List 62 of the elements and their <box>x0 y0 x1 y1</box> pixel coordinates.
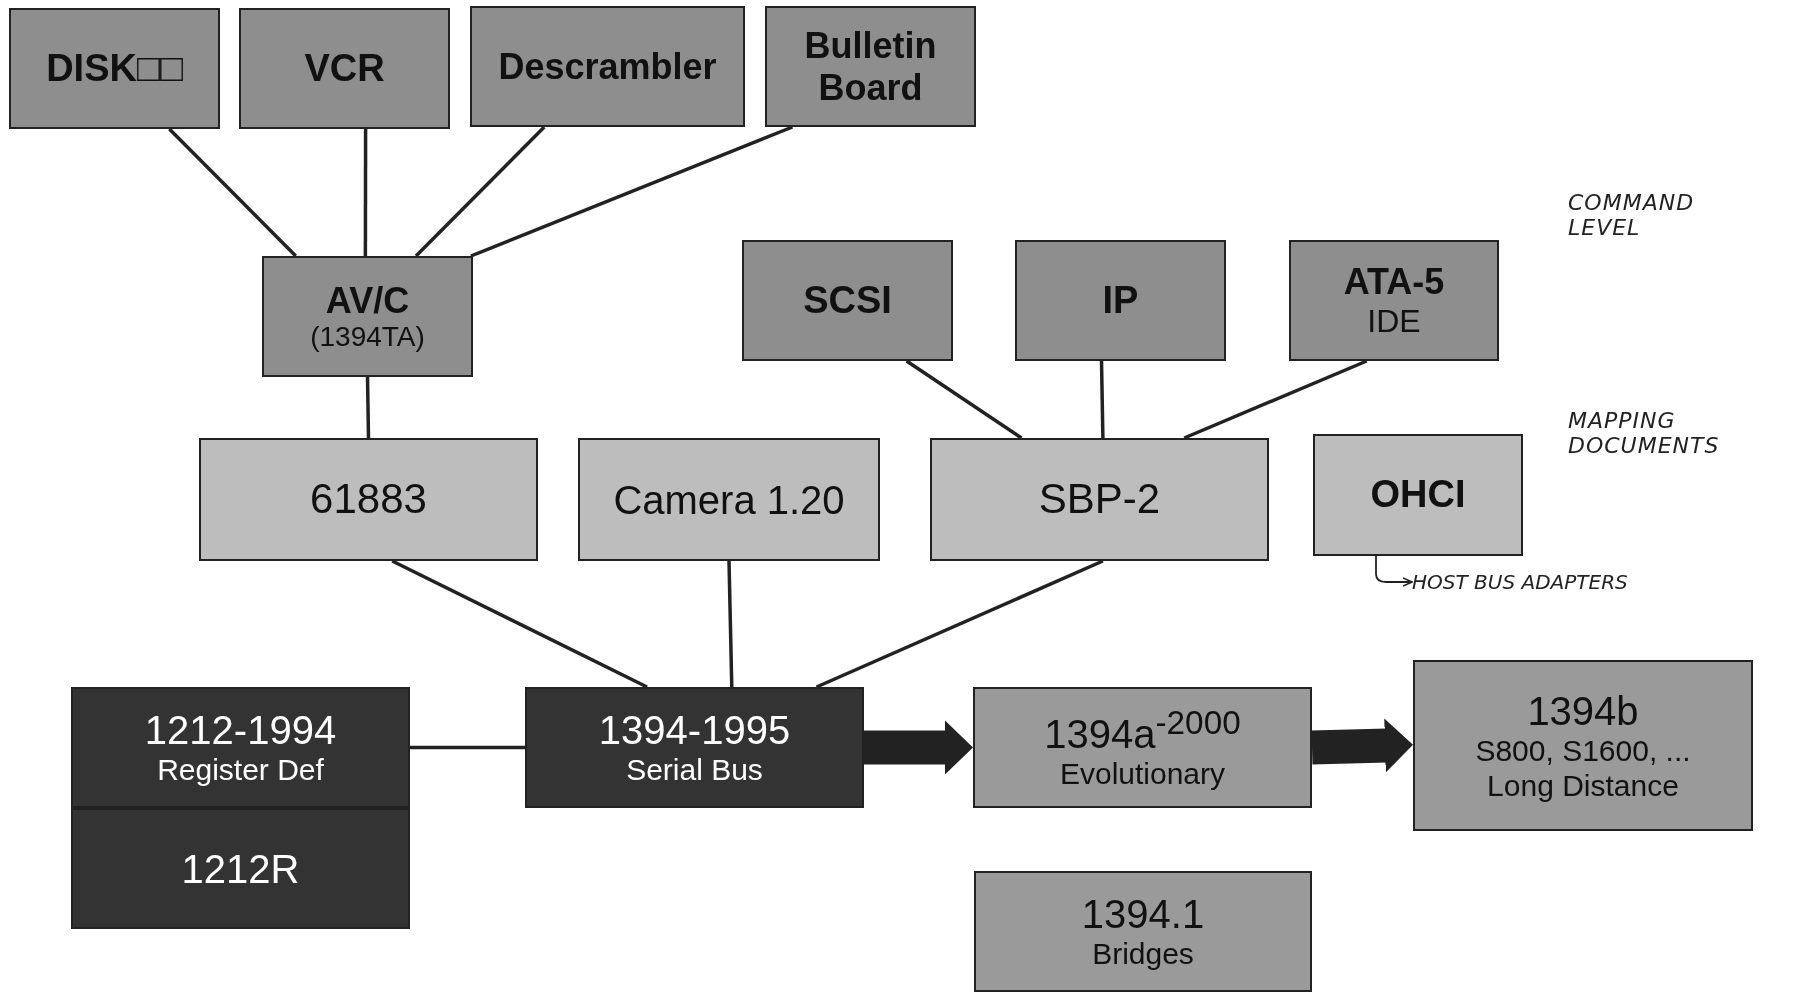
note-text: HOST BUS ADAPTERS <box>1412 570 1628 594</box>
box-label: IDE <box>1367 302 1421 340</box>
mapping-box <box>199 438 538 561</box>
protocol-box <box>742 240 953 361</box>
protocol-box <box>1015 240 1226 361</box>
standard-box <box>1413 660 1753 831</box>
box-label: IP <box>1102 278 1139 323</box>
box-label: DISK□□ <box>46 46 183 91</box>
box-label: (1394TA) <box>310 321 425 354</box>
connector-line <box>410 745 525 750</box>
standard-box <box>974 871 1312 992</box>
box-label: Register Def <box>157 753 324 788</box>
block-arrow <box>864 720 973 775</box>
box-label: OHCI <box>1370 473 1466 517</box>
device-box <box>9 8 220 129</box>
box-label: 1394.1 <box>1081 891 1205 938</box>
arrow <box>1375 555 1413 587</box>
box-label: 1212R <box>181 845 300 892</box>
connector-line <box>470 125 794 258</box>
box-label: VCR <box>304 46 385 91</box>
connector-line <box>365 376 371 439</box>
box-label: 1394-1995 <box>598 707 791 754</box>
box-label: Descrambler <box>498 45 717 88</box>
connector-line <box>905 359 1023 440</box>
mapping-box <box>930 438 1269 561</box>
box-label: SBP-2 <box>1038 475 1161 524</box>
protocol-box <box>262 256 473 377</box>
standard-box <box>973 687 1312 808</box>
device-box <box>239 8 450 129</box>
box-label: Camera 1.20 <box>613 476 845 523</box>
box-label: Long Distance <box>1487 768 1679 803</box>
connector-line <box>363 129 368 256</box>
connector-line <box>391 559 648 689</box>
standard-box <box>71 687 410 808</box>
device-box <box>765 6 976 127</box>
standard-box <box>525 687 864 808</box>
box-label: Bulletin Board <box>803 25 938 108</box>
box-label: AV/C <box>325 279 410 322</box>
box-label: Serial Bus <box>626 753 763 788</box>
mapping-box <box>578 438 880 561</box>
connector-line <box>414 125 546 258</box>
box-label: 1212-1994 <box>144 707 337 754</box>
box-label: S800, S1600, ... <box>1475 734 1691 769</box>
box-label: 61883 <box>310 475 427 524</box>
handwritten-note: MAPPING DOCUMENTS <box>1568 408 1721 458</box>
mapping-box <box>1313 434 1523 556</box>
box-label: Evolutionary <box>1059 756 1226 792</box>
standard-box <box>71 808 410 929</box>
box-label: 1394b <box>1527 688 1639 734</box>
connector-line <box>1099 360 1105 439</box>
connector-line <box>168 127 297 258</box>
box-label: SCSI <box>803 278 892 323</box>
box-label: 1394a$^{-2000}$ <box>1044 703 1241 757</box>
connector-line <box>1183 359 1368 440</box>
box-label: ATA-5 <box>1343 261 1445 303</box>
protocol-box <box>1289 240 1499 361</box>
connector-line <box>815 559 1104 689</box>
block-arrow <box>1311 718 1413 773</box>
device-box <box>470 6 745 127</box>
box-label: Bridges <box>1092 937 1194 972</box>
handwritten-note: COMMAND LEVEL <box>1568 190 1696 240</box>
connector-line <box>727 560 734 688</box>
